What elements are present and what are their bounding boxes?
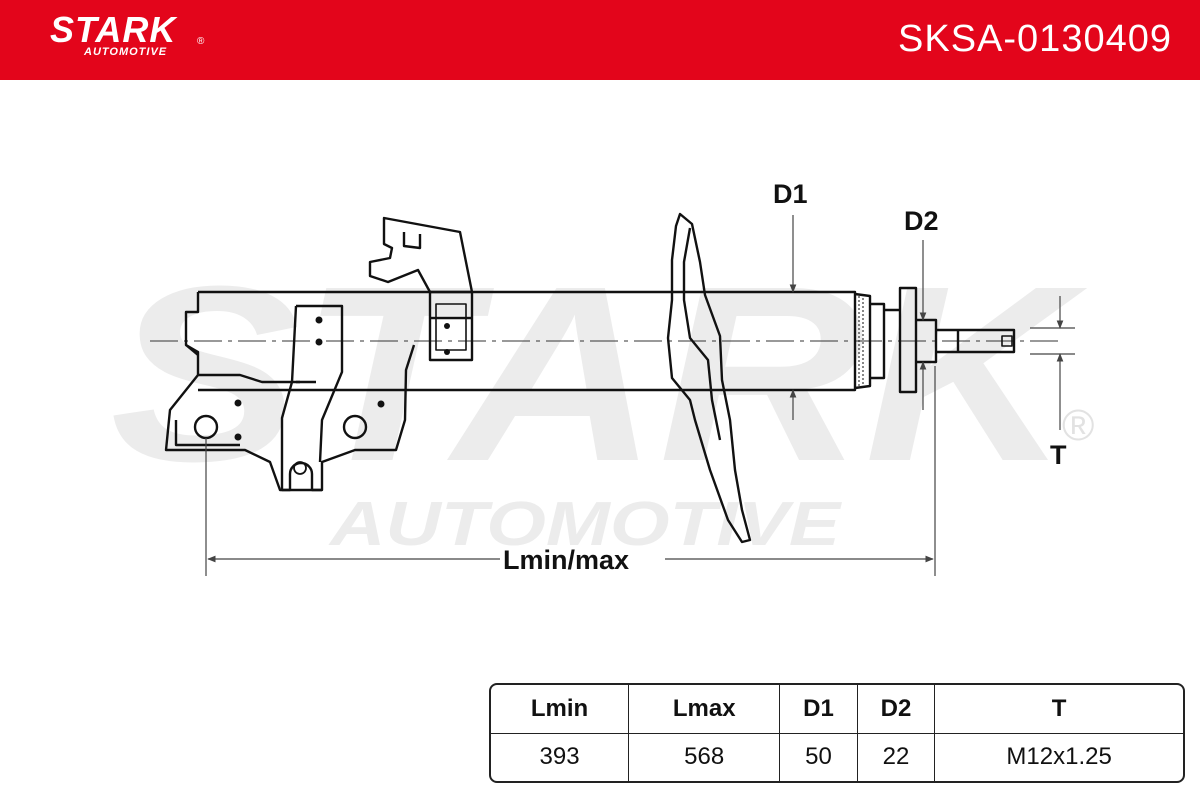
label-d1: D1 — [773, 179, 808, 209]
strut-body — [164, 212, 1016, 544]
brand-name: STARK — [50, 9, 177, 50]
spec-header-t: T — [934, 685, 1183, 734]
spec-header-lmax: Lmax — [628, 685, 781, 734]
label-d2: D2 — [904, 206, 939, 236]
bracket-details — [234, 316, 450, 441]
label-length: Lmin/max — [503, 545, 629, 575]
watermark-sub: AUTOMOTIVE — [328, 490, 843, 559]
spec-value-row: 393 568 50 22 M12x1.25 — [491, 732, 1183, 781]
spec-table: Lmin Lmax D1 D2 T 393 568 50 22 M12x1.25 — [489, 683, 1185, 783]
spec-value-d2: 22 — [856, 732, 936, 781]
spec-value-t: M12x1.25 — [934, 732, 1183, 781]
spec-header-lmin: Lmin — [491, 685, 630, 734]
label-t: T — [1050, 440, 1067, 470]
spec-header-d1: D1 — [779, 685, 858, 734]
brand-sub: AUTOMOTIVE — [84, 46, 168, 58]
watermark-brand: STARK — [110, 234, 1088, 513]
spec-header-d2: D2 — [856, 685, 936, 734]
shock-absorber-drawing: STARK AUTOMOTIVE ® — [110, 179, 1094, 576]
part-number: SKSA-0130409 — [898, 18, 1172, 60]
spec-value-d1: 50 — [779, 732, 858, 781]
dimension-length — [205, 366, 936, 576]
spec-value-lmax: 568 — [628, 732, 781, 781]
dimension-t — [1030, 296, 1075, 430]
header-bar: STARK AUTOMOTIVE ® SKSA-0130409 — [0, 0, 1200, 80]
spec-header-row: Lmin Lmax D1 D2 T — [491, 685, 1183, 734]
spec-value-lmin: 393 — [491, 732, 630, 781]
watermark: STARK AUTOMOTIVE ® — [110, 234, 1094, 559]
watermark-registered-mark-icon: ® — [1062, 401, 1094, 450]
brand-logo: STARK AUTOMOTIVE — [50, 9, 177, 59]
registered-mark-icon: ® — [197, 36, 205, 47]
